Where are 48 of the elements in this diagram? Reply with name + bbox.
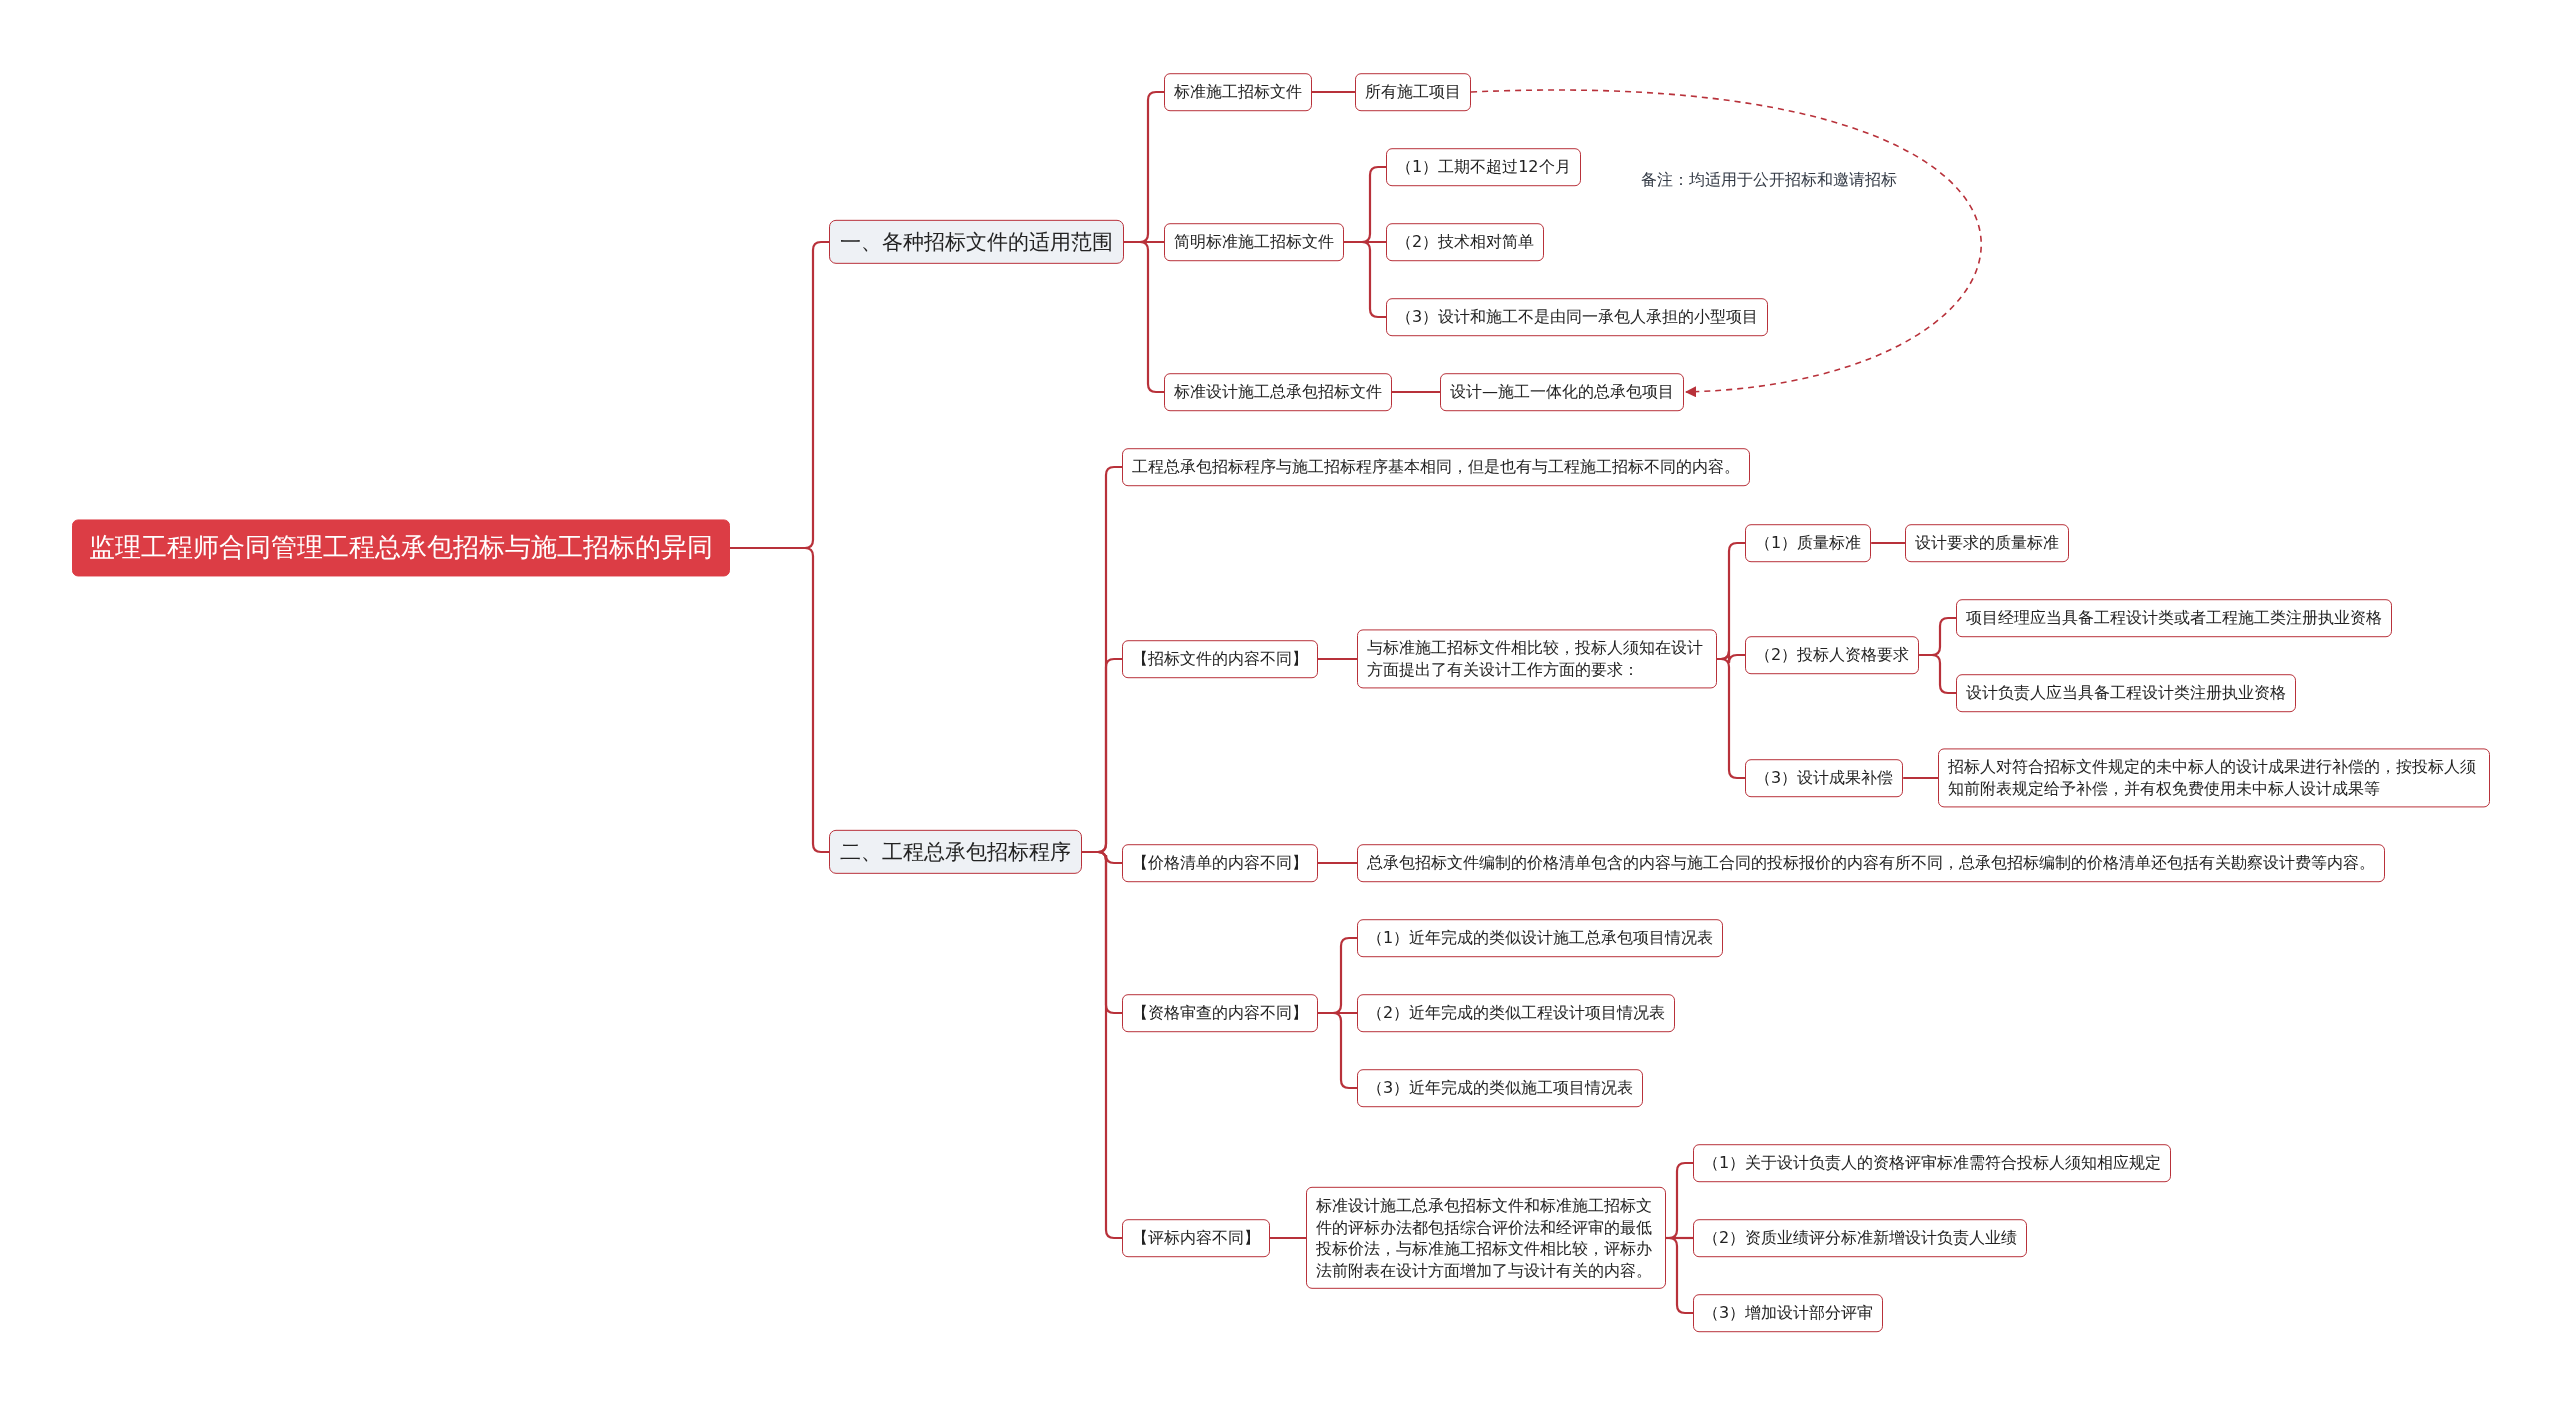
topic-box: （3）设计和施工不是由同一承包人承担的小型项目 <box>1386 298 1769 336</box>
central-topic: 监理工程师合同管理工程总承包招标与施工招标的异同 <box>72 519 730 577</box>
connector-line <box>1124 240 1164 394</box>
topic-box: 设计负责人应当具备工程设计类注册执业资格 <box>1956 674 2296 712</box>
topic-box: 设计—施工一体化的总承包项目 <box>1440 373 1684 411</box>
topic-box: （1）质量标准 <box>1745 524 1872 562</box>
topic-box: （3）增加设计部分评审 <box>1693 1294 1884 1332</box>
topic-box: 【资格审查的内容不同】 <box>1122 994 1318 1032</box>
topic-box: 【招标文件的内容不同】 <box>1122 640 1318 678</box>
topic-box: （1）近年完成的类似设计施工总承包项目情况表 <box>1357 919 1724 957</box>
topic-box: 工程总承包招标程序与施工招标程序基本相同，但是也有与工程施工招标不同的内容。 <box>1122 448 1750 486</box>
connector-line <box>1318 1011 1357 1090</box>
connector-line <box>1318 657 1357 661</box>
connector-line <box>1082 850 1122 1240</box>
connector-arrow <box>1470 90 1980 397</box>
topic-box: 招标人对符合招标文件规定的未中标人的设计成果进行补偿的，按投标人须知前附表规定给予补偿，并有权免费使用未中标人设计成果等 <box>1938 748 2490 808</box>
branch-topic: 一、各种招标文件的适用范围 <box>829 219 1124 265</box>
topic-box: （1）工期不超过12个月 <box>1386 148 1581 186</box>
topic-box: 总承包招标文件编制的价格清单包含的内容与施工合同的投标报价的内容有所不同，总承包招标编制的价格清单还包括有关勘察设计费等内容。 <box>1357 844 2385 882</box>
connector-line <box>1312 90 1355 94</box>
connector-line <box>1666 1236 1693 1315</box>
topic-box: （3）设计成果补偿 <box>1745 759 1904 797</box>
connector-line <box>1919 653 1956 695</box>
topic-box: 设计要求的质量标准 <box>1905 524 2069 562</box>
topic-box: 项目经理应当具备工程设计类或者工程施工类注册执业资格 <box>1956 599 2392 637</box>
topic-box: （1）关于设计负责人的资格评审标准需符合投标人须知相应规定 <box>1693 1144 2172 1182</box>
topic-box: 标准施工招标文件 <box>1164 73 1312 111</box>
connector-line <box>1344 240 1386 319</box>
branch-topic: 二、工程总承包招标程序 <box>829 829 1082 875</box>
topic-box: 简明标准施工招标文件 <box>1164 223 1344 261</box>
topic-box: （2）技术相对简单 <box>1386 223 1545 261</box>
topic-box: 【价格清单的内容不同】 <box>1122 844 1318 882</box>
connector-line <box>1392 390 1440 394</box>
connector-line <box>730 546 829 854</box>
note-text: 备注：均适用于公开招标和邀请招标 <box>1641 170 1897 191</box>
topic-box: 标准设计施工总承包招标文件 <box>1164 373 1392 411</box>
topic-box: （2）投标人资格要求 <box>1745 636 1920 674</box>
topic-box: （2）近年完成的类似工程设计项目情况表 <box>1357 994 1676 1032</box>
topic-box: 所有施工项目 <box>1355 73 1471 111</box>
topic-box: 标准设计施工总承包招标文件和标准施工招标文件的评标办法都包括综合评价法和经评审的最低投标价法，与标准施工招标文件相比较，评标办法前附表在设计方面增加了与设计有关的内容。 <box>1306 1186 1666 1290</box>
connector-line <box>1871 541 1905 545</box>
topic-box: 与标准施工招标文件相比较，投标人须知在设计方面提出了有关设计工作方面的要求： <box>1357 629 1717 689</box>
connector-line <box>1903 776 1938 780</box>
connector-line <box>1318 861 1357 865</box>
topic-box: （2）资质业绩评分标准新增设计负责人业绩 <box>1693 1219 2028 1257</box>
connector-line <box>1270 1236 1306 1240</box>
topic-box: 【评标内容不同】 <box>1122 1219 1270 1257</box>
topic-box: （3）近年完成的类似施工项目情况表 <box>1357 1069 1644 1107</box>
